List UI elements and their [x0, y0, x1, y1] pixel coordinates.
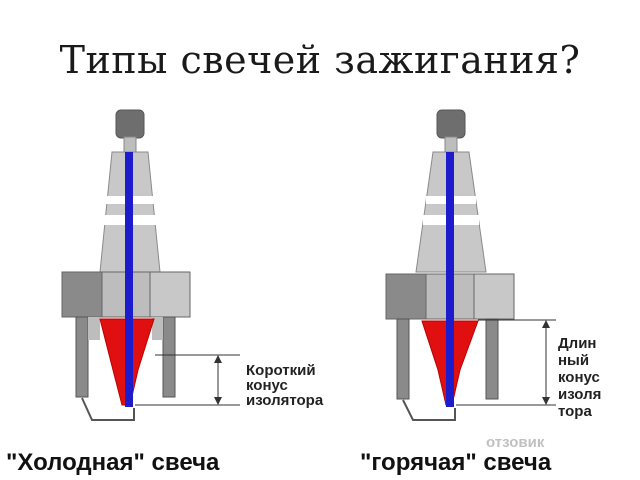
hot-spark-plug	[385, 109, 556, 421]
watermark: отзовик	[486, 434, 545, 451]
cold-plug-caption: "Холодная" свеча	[6, 449, 220, 476]
cold-spark-plug	[61, 109, 240, 421]
cold-ground-electrode	[81, 397, 135, 421]
hot-shell-left	[396, 318, 410, 400]
cold-shell-left	[75, 316, 89, 398]
hot-center-electrode	[446, 152, 454, 407]
hot-hex-right	[473, 273, 515, 320]
cold-hex-left	[61, 271, 103, 318]
cold-note-line: Короткий	[246, 362, 316, 379]
hot-note-line: изоля	[558, 386, 602, 403]
cold-shell-inner-right	[152, 317, 163, 340]
hot-ground-electrode	[402, 399, 456, 421]
cold-plug-note: Короткий конус изолятора	[246, 363, 323, 408]
cold-terminal-nut	[115, 109, 145, 139]
slide-title: Типы свечей зажигания?	[59, 38, 581, 82]
hot-shell-right	[485, 318, 499, 400]
hot-note-line: конус	[558, 369, 600, 386]
hot-hex-left	[385, 273, 427, 320]
hot-note-line: тора	[558, 403, 592, 420]
hot-plug-note: Длин ный конус изоля тора	[558, 335, 601, 420]
cold-dim-arrow-top	[214, 355, 222, 363]
cold-center-electrode	[125, 152, 133, 407]
cold-shell-right	[162, 316, 176, 398]
hot-terminal-nut	[436, 109, 466, 139]
cold-note-line: конус	[246, 377, 288, 394]
hot-note-line: ный	[558, 352, 590, 369]
hot-dim-arrow-top	[542, 320, 550, 328]
cold-hex-right	[149, 271, 191, 318]
hot-dim-arrow-bottom	[542, 397, 550, 405]
hot-note-line: Длин	[558, 335, 597, 352]
cold-dim-arrow-bottom	[214, 397, 222, 405]
cold-shell-inner-left	[88, 317, 100, 340]
hot-plug-caption: "горячая" свеча	[360, 449, 552, 476]
cold-note-line: изолятора	[246, 392, 324, 409]
cold-terminal-stem	[123, 136, 137, 154]
hot-terminal-stem	[444, 136, 458, 154]
